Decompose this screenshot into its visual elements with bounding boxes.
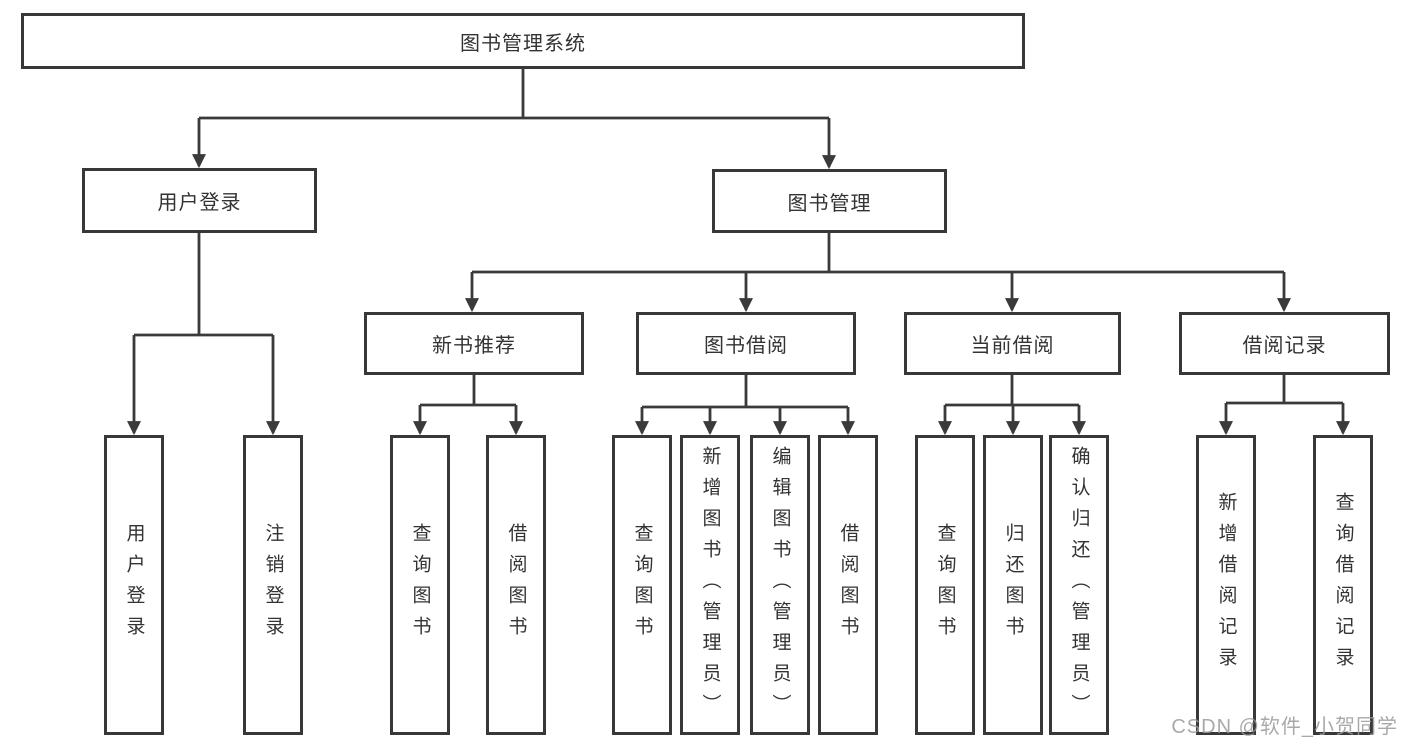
leaf-label: 查询图书 <box>409 523 431 647</box>
leaf-label: 注销登录 <box>262 523 284 647</box>
leaf-return-books: 归还图书 <box>983 435 1043 735</box>
leaf-label: 新增借阅记录 <box>1215 492 1237 678</box>
leaf-query-borrow-record: 查询借阅记录 <box>1313 435 1373 735</box>
node-current-borrowing: 当前借阅 <box>904 312 1121 375</box>
leaf-label: 查询图书 <box>631 523 653 647</box>
leaf-label: 确认归还（管理员） <box>1068 445 1090 725</box>
node-borrowing-records: 借阅记录 <box>1179 312 1390 375</box>
leaf-label: 用户登录 <box>123 523 145 647</box>
leaf-label: 查询图书 <box>934 523 956 647</box>
leaf-recommend-borrow-books: 借阅图书 <box>486 435 546 735</box>
leaf-label: 编辑图书（管理员） <box>769 445 791 725</box>
node-user-login: 用户登录 <box>82 168 317 233</box>
node-new-book-recommendation: 新书推荐 <box>364 312 584 375</box>
leaf-add-borrow-record: 新增借阅记录 <box>1196 435 1256 735</box>
leaf-logout: 注销登录 <box>243 435 303 735</box>
leaf-confirm-return-admin: 确认归还（管理员） <box>1049 435 1109 735</box>
leaf-add-books-admin: 新增图书（管理员） <box>680 435 740 735</box>
leaf-label: 归还图书 <box>1002 523 1024 647</box>
leaf-user-login: 用户登录 <box>104 435 164 735</box>
node-book-borrowing: 图书借阅 <box>636 312 856 375</box>
leaf-label: 借阅图书 <box>505 523 527 647</box>
node-library-management-system: 图书管理系统 <box>21 13 1025 69</box>
leaf-borrowing-borrow-books: 借阅图书 <box>818 435 878 735</box>
watermark: CSDN @软件_小贺同学 <box>1171 716 1398 738</box>
leaf-label: 借阅图书 <box>837 523 859 647</box>
leaf-label: 查询借阅记录 <box>1332 492 1354 678</box>
leaf-borrowing-query-books: 查询图书 <box>612 435 672 735</box>
leaf-edit-books-admin: 编辑图书（管理员） <box>750 435 810 735</box>
leaf-label: 新增图书（管理员） <box>699 445 721 725</box>
node-book-management: 图书管理 <box>712 169 947 233</box>
leaf-recommend-query-books: 查询图书 <box>390 435 450 735</box>
leaf-current-query-books: 查询图书 <box>915 435 975 735</box>
